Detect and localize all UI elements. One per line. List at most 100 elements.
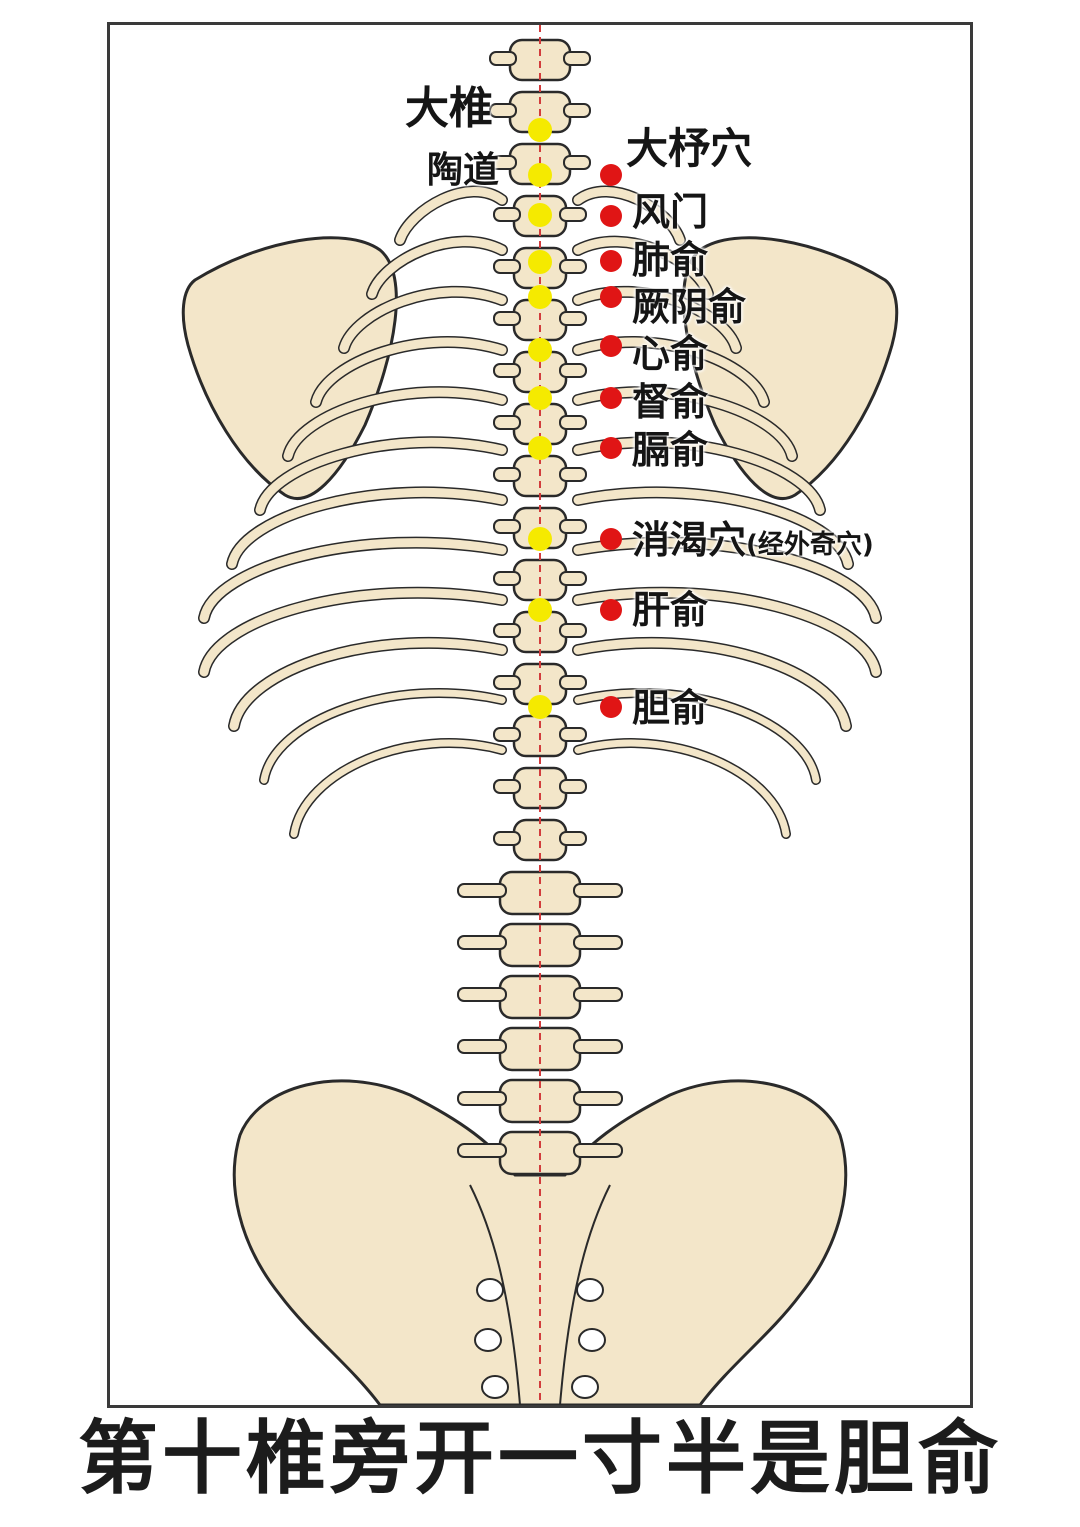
label-xiaoke-name: 消渴穴	[632, 518, 747, 562]
acupoint-markers	[528, 118, 622, 719]
transverse-process	[573, 987, 623, 1002]
transverse-process	[493, 207, 521, 222]
label-geshu: 膈俞	[632, 428, 709, 472]
midline-point	[528, 436, 552, 460]
transverse-process	[457, 935, 507, 950]
transverse-process	[489, 103, 517, 118]
transverse-process	[457, 1143, 507, 1158]
rib-outline	[259, 688, 507, 785]
transverse-process	[559, 415, 587, 430]
transverse-process	[457, 1091, 507, 1106]
midline-point	[528, 250, 552, 274]
side-point	[600, 205, 622, 227]
transverse-process	[493, 571, 521, 586]
side-point	[600, 286, 622, 308]
rib	[229, 638, 507, 731]
transverse-process	[493, 363, 521, 378]
sacral-foramen	[476, 1278, 504, 1302]
rib	[255, 437, 507, 515]
label-ganshu: 肝俞	[632, 588, 709, 632]
transverse-process	[559, 311, 587, 326]
label-xiaoke: 消渴穴(经外奇穴)	[632, 521, 874, 559]
diagram-frame: 大椎 陶道 大杼穴 风门 肺俞 厥阴俞 心俞 督俞 膈俞 消渴穴(经外奇穴) 肝…	[107, 22, 973, 1408]
transverse-process	[559, 259, 587, 274]
midline-point	[528, 338, 552, 362]
transverse-process	[563, 155, 591, 170]
transverse-process	[563, 51, 591, 66]
rib	[573, 638, 851, 731]
caption-title: 第十椎旁开一寸半是胆俞	[78, 1411, 1002, 1505]
rib-outline	[198, 536, 508, 624]
rib	[290, 739, 506, 838]
rib	[227, 487, 507, 569]
transverse-process	[559, 363, 587, 378]
transverse-process	[559, 675, 587, 690]
side-point	[600, 437, 622, 459]
label-taodao: 陶道	[427, 150, 500, 191]
label-xiaoke-note: (经外奇穴)	[746, 530, 874, 560]
rib	[339, 287, 507, 353]
label-dazhu: 大杼穴	[626, 124, 753, 173]
midline-point	[528, 285, 552, 309]
transverse-process	[457, 1039, 507, 1054]
rib	[199, 538, 507, 623]
transverse-process	[563, 103, 591, 118]
sacral-foramen	[576, 1278, 604, 1302]
transverse-process	[573, 883, 623, 898]
transverse-process	[559, 207, 587, 222]
transverse-process	[493, 415, 521, 430]
midline-point	[528, 163, 552, 187]
spine-diagram	[181, 25, 899, 1405]
transverse-process	[559, 727, 587, 742]
midline-point	[528, 527, 552, 551]
side-point	[600, 250, 622, 272]
side-point	[600, 696, 622, 718]
rib	[573, 538, 881, 623]
midline-point	[528, 203, 552, 227]
side-point	[600, 387, 622, 409]
label-jueyinshu: 厥阴俞	[632, 285, 747, 329]
transverse-process	[573, 1091, 623, 1106]
rib	[311, 337, 507, 407]
transverse-process	[493, 623, 521, 638]
label-fengmen: 风门	[632, 190, 709, 234]
rib	[260, 689, 506, 784]
rib	[395, 186, 507, 245]
rib	[573, 588, 881, 677]
rib	[283, 387, 507, 461]
rib	[574, 739, 790, 838]
side-point	[600, 528, 622, 550]
transverse-process	[489, 51, 517, 66]
transverse-process	[493, 259, 521, 274]
transverse-process	[559, 779, 587, 794]
rib-outline	[198, 586, 508, 678]
label-dushu: 督俞	[632, 380, 709, 424]
side-point	[600, 599, 622, 621]
transverse-process	[457, 987, 507, 1002]
side-point	[600, 335, 622, 357]
sacral-foramen	[474, 1328, 502, 1352]
rib-outline	[228, 636, 508, 732]
midline-point	[528, 598, 552, 622]
transverse-process	[493, 467, 521, 482]
rib	[367, 237, 507, 299]
sacral-foramen	[578, 1328, 606, 1352]
rib	[574, 689, 820, 784]
label-dazhui: 大椎	[405, 83, 493, 134]
transverse-process	[493, 519, 521, 534]
sacrum-outline	[469, 1184, 611, 1405]
sacral-foramen	[481, 1375, 509, 1399]
side-point	[600, 164, 622, 186]
rib	[199, 588, 507, 677]
transverse-process	[493, 311, 521, 326]
midline-point	[528, 386, 552, 410]
transverse-process	[559, 467, 587, 482]
transverse-process	[573, 1039, 623, 1054]
label-xinshu: 心俞	[632, 332, 709, 376]
transverse-process	[573, 1143, 623, 1158]
sacral-foramen	[571, 1375, 599, 1399]
transverse-process	[559, 571, 587, 586]
midline-point	[528, 118, 552, 142]
label-danshu: 胆俞	[632, 686, 709, 730]
transverse-process	[493, 831, 521, 846]
